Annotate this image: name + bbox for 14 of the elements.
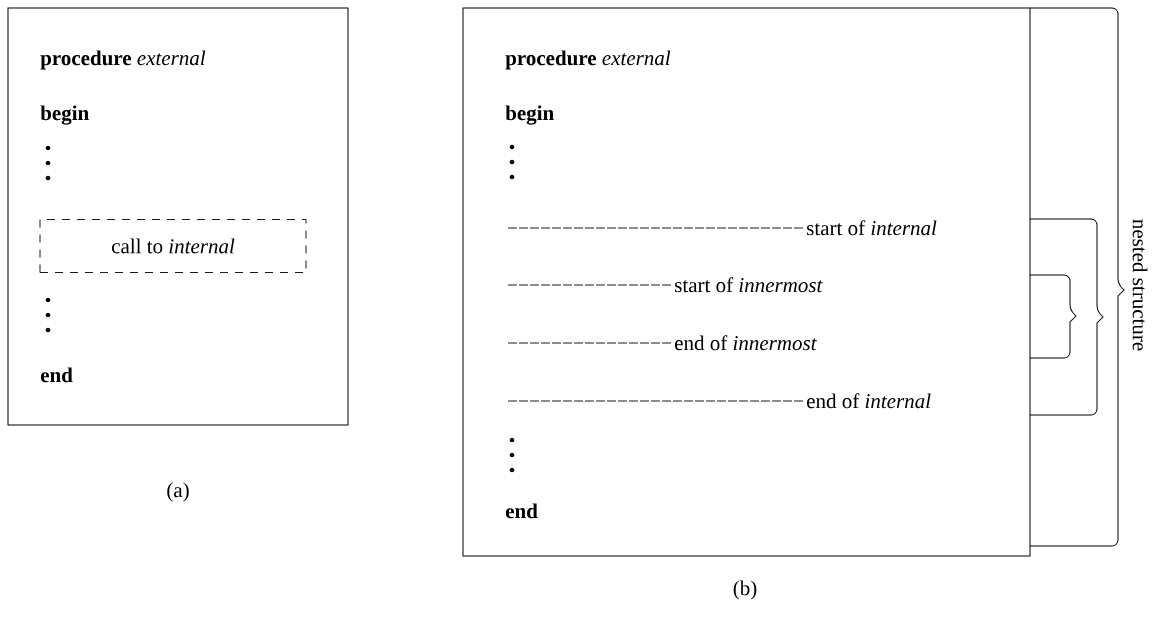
keyword: end bbox=[505, 503, 538, 519]
code-comment: start of internal bbox=[807, 220, 937, 236]
code-comment: start of innermost bbox=[675, 277, 823, 293]
code-comment: end of innermost bbox=[675, 335, 817, 351]
subfigure-label: (b) bbox=[733, 580, 757, 600]
call-box: call to internal bbox=[39, 219, 307, 273]
keyword: begin bbox=[505, 105, 554, 125]
code-comment: end of internal bbox=[807, 393, 931, 409]
keyword: end bbox=[40, 367, 73, 383]
keyword: begin bbox=[40, 105, 89, 125]
code-line: procedure external bbox=[40, 50, 206, 70]
bracket-label: nested structure bbox=[1132, 219, 1148, 351]
code-line: procedure external bbox=[505, 50, 671, 70]
subfigure-label: (a) bbox=[167, 482, 189, 502]
